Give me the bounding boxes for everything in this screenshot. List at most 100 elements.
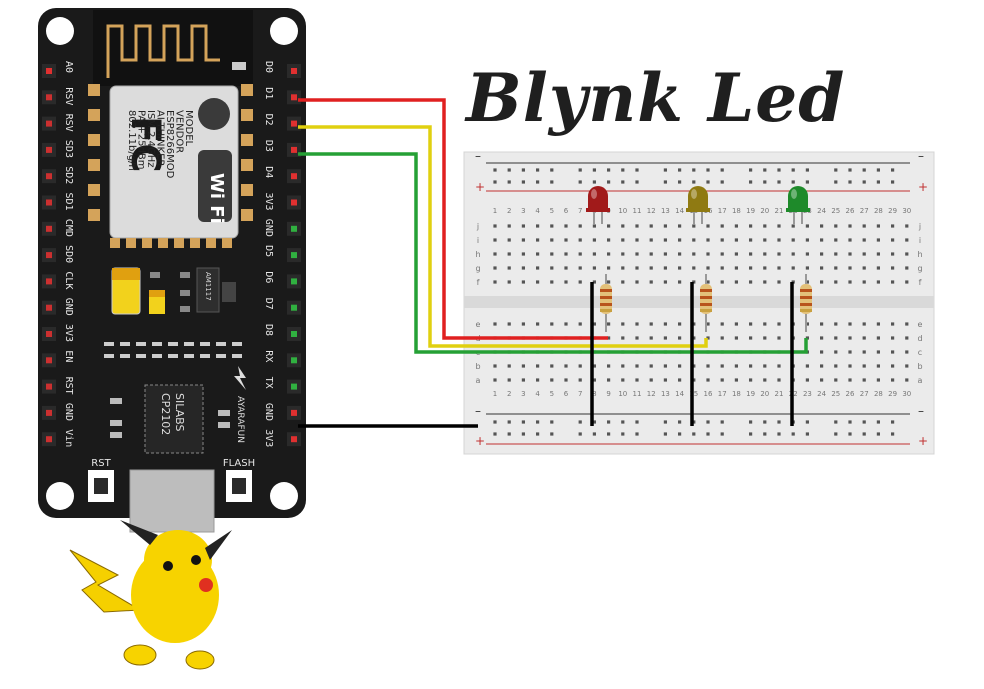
mascot-head — [144, 530, 212, 590]
terminal-hole — [607, 266, 611, 270]
column-number-top: 4 — [535, 207, 540, 215]
terminal-hole — [720, 336, 724, 340]
terminal-hole — [592, 252, 596, 256]
rail-hole — [720, 432, 724, 436]
terminal-hole — [635, 336, 639, 340]
smd-part — [150, 272, 160, 278]
smd-resistor — [168, 342, 178, 346]
shield-text: 802.11b/g/n — [126, 110, 137, 171]
row-letter-left: j — [476, 222, 479, 231]
rst-button-cap — [94, 478, 108, 494]
column-number-bottom: 2 — [507, 390, 511, 398]
pin-label-right: D0 — [263, 61, 274, 73]
rail-hole — [607, 180, 611, 184]
antenna-component — [232, 62, 246, 70]
column-number-top: 11 — [633, 207, 642, 215]
rail-hole — [805, 168, 809, 172]
rail-hole — [635, 180, 639, 184]
terminal-hole — [607, 224, 611, 228]
terminal-hole — [876, 252, 880, 256]
header-pin-right-dot — [291, 94, 297, 101]
terminal-hole — [635, 280, 639, 284]
column-number-top: 14 — [675, 207, 684, 215]
terminal-hole — [834, 238, 838, 242]
row-letter-right: f — [919, 278, 922, 287]
terminal-hole — [763, 280, 767, 284]
terminal-hole — [621, 322, 625, 326]
rail-hole — [791, 168, 795, 172]
rail-hole — [607, 420, 611, 424]
header-pin-left-dot — [46, 120, 52, 127]
header-pin-left-dot — [46, 278, 52, 285]
terminal-hole — [607, 280, 611, 284]
terminal-hole — [876, 266, 880, 270]
column-number-top: 17 — [718, 207, 727, 215]
terminal-hole — [820, 224, 824, 228]
rst-label: RST — [91, 458, 111, 469]
rail-hole — [891, 168, 895, 172]
terminal-hole — [550, 322, 554, 326]
terminal-hole — [564, 252, 568, 256]
capacitor-small-band — [149, 290, 165, 297]
terminal-hole — [493, 238, 497, 242]
terminal-hole — [521, 224, 525, 228]
led-highlight — [591, 189, 597, 199]
regulator-label: AM1117 — [204, 272, 212, 301]
terminal-hole — [905, 378, 909, 382]
pin-label-right: GND — [263, 219, 274, 237]
resistor-band — [600, 303, 612, 306]
components — [586, 186, 812, 332]
pin-label-left: RSV — [63, 114, 74, 132]
terminal-hole — [635, 238, 639, 242]
terminal-hole — [891, 280, 895, 284]
rail-hole — [578, 180, 582, 184]
module-pad-bottom — [190, 238, 200, 248]
terminal-hole — [607, 252, 611, 256]
row-letter-left: a — [476, 376, 481, 385]
terminal-hole — [862, 378, 866, 382]
rail-hole — [550, 432, 554, 436]
rail-hole — [805, 420, 809, 424]
terminal-hole — [734, 266, 738, 270]
module-pad-left — [88, 109, 100, 121]
terminal-hole — [493, 252, 497, 256]
terminal-hole — [834, 266, 838, 270]
rail-hole — [862, 168, 866, 172]
rail-symbol: + — [918, 180, 928, 194]
terminal-hole — [820, 238, 824, 242]
resistor-band — [800, 309, 812, 312]
module-pad-left — [88, 134, 100, 146]
resistor-band — [600, 296, 612, 299]
terminal-hole — [805, 238, 809, 242]
shield-text: MODEL — [183, 110, 194, 147]
pin-label-left: SD2 — [63, 166, 74, 184]
rail-hole — [621, 432, 625, 436]
resistor-band — [700, 309, 712, 312]
header-pin-right-dot — [291, 409, 297, 416]
resistor-band — [600, 309, 612, 312]
header-pin-right-dot — [291, 331, 297, 337]
smd-resistor — [232, 354, 242, 358]
row-letter-left: h — [475, 250, 480, 259]
rail-hole — [621, 180, 625, 184]
terminal-hole — [876, 378, 880, 382]
rail-hole — [521, 432, 525, 436]
wires — [298, 98, 808, 428]
terminal-hole — [635, 364, 639, 368]
rail-hole — [706, 420, 710, 424]
terminal-hole — [791, 238, 795, 242]
terminal-hole — [678, 378, 682, 382]
terminal-hole — [862, 238, 866, 242]
rail-hole — [578, 420, 582, 424]
resistor-band — [600, 289, 612, 292]
header-pin-right-dot — [291, 383, 297, 390]
smd-resistor — [200, 342, 210, 346]
espressif-logo-icon — [198, 98, 230, 130]
smd-resistor — [200, 354, 210, 358]
terminal-hole — [649, 266, 653, 270]
terminal-hole — [550, 224, 554, 228]
terminal-hole — [692, 266, 696, 270]
pin-label-right: D8 — [263, 324, 274, 336]
module-pad-left — [88, 184, 100, 196]
antenna-trace — [106, 24, 220, 78]
